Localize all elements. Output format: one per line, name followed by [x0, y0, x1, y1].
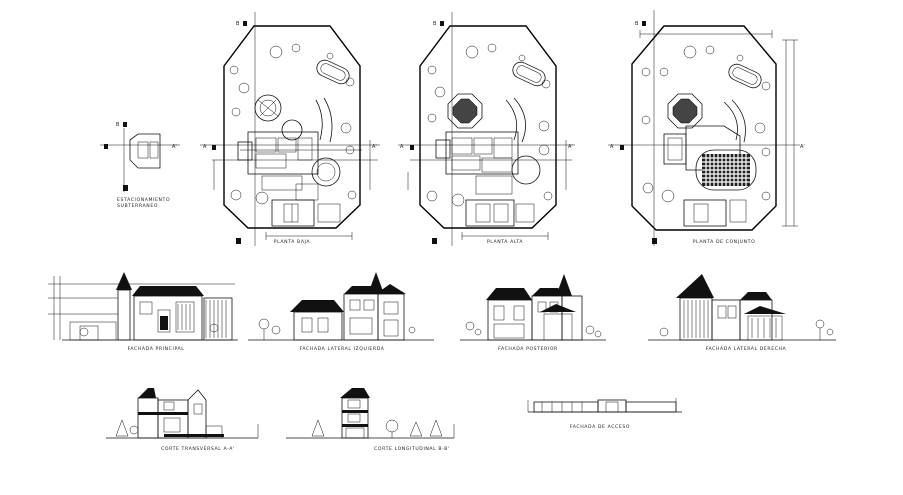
svg-text:A': A' [800, 144, 805, 150]
svg-text:B: B [433, 21, 437, 27]
access-elevation: FACHADA DE ACCESO [527, 398, 682, 430]
upper-floor-plan: B A A' PLANTA ALTA [398, 12, 575, 246]
site-plan-title: PLANTA DE CONJUNTO [693, 239, 756, 245]
svg-text:B: B [236, 21, 240, 27]
section-a-a: CORTE TRANSVERSAL A-A' [106, 388, 259, 452]
rear-elevation: FACHADA POSTERIOR [460, 274, 606, 352]
ground-floor-plan: B A A' PLANTA BAJA [200, 12, 380, 246]
principal-elevation: FACHADA PRINCIPAL [48, 272, 238, 352]
section-b-title: CORTE LONGITUDINAL B-B' [374, 446, 450, 452]
left-lateral-elevation-title: FACHADA LATERAL IZQUIERDA [300, 346, 385, 352]
access-elevation-title: FACHADA DE ACCESO [570, 424, 630, 430]
underground-parking-plan: B A' ESTACIONAMIENTO SUBTERRANEO [100, 122, 180, 209]
svg-text:A: A [610, 144, 614, 150]
svg-text:A': A' [372, 144, 377, 150]
section-b-b: CORTE LONGITUDINAL B-B' [286, 388, 455, 452]
svg-text:A: A [400, 144, 404, 150]
left-lateral-elevation: FACHADA LATERAL IZQUIERDA [248, 272, 434, 352]
svg-text:A: A [203, 144, 207, 150]
svg-text:A': A' [172, 144, 177, 150]
ground-floor-plan-title: PLANTA BAJA [274, 239, 311, 245]
right-lateral-elevation: FACHADA LATERAL DERECHA [648, 274, 836, 352]
upper-floor-plan-title: PLANTA ALTA [487, 239, 524, 245]
right-lateral-elevation-title: FACHADA LATERAL DERECHA [706, 346, 787, 352]
parking-title-line2: SUBTERRANEO [117, 203, 158, 209]
site-plan: B A A' PLANTA DE CONJUNTO [608, 10, 805, 246]
svg-text:B: B [116, 122, 120, 128]
checkered-patio [702, 154, 750, 186]
parking-title-line1: ESTACIONAMIENTO [117, 197, 170, 203]
principal-elevation-title: FACHADA PRINCIPAL [128, 346, 185, 352]
section-a-title: CORTE TRANSVERSAL A-A' [161, 446, 235, 452]
svg-text:B: B [635, 21, 639, 27]
svg-text:A': A' [568, 144, 573, 150]
rear-elevation-title: FACHADA POSTERIOR [498, 346, 558, 352]
